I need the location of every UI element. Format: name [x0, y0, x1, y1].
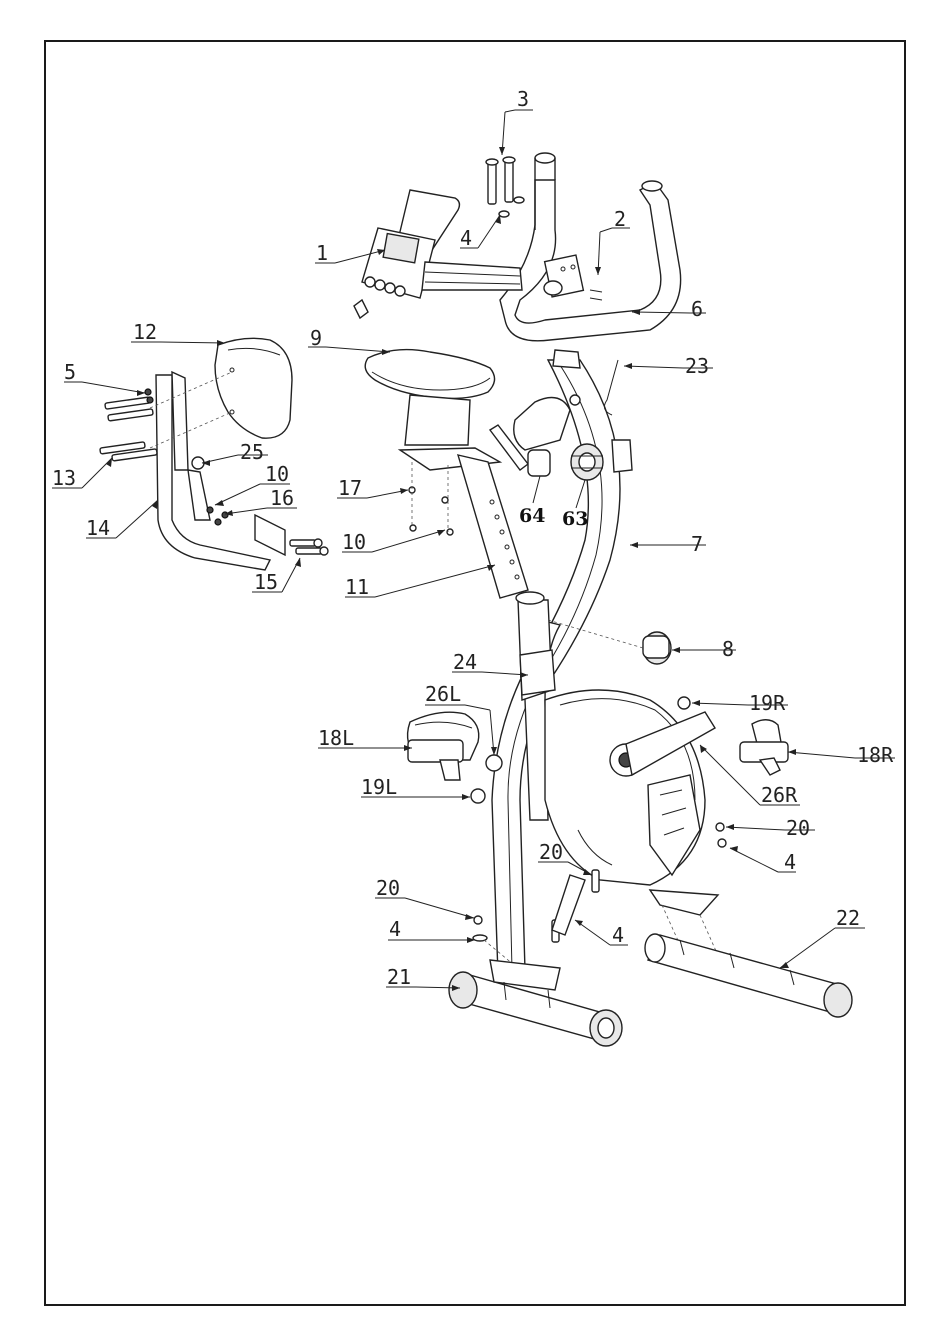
label-2: 2: [614, 207, 626, 231]
sleeve-24: [516, 592, 555, 700]
label-14: 14: [86, 516, 110, 540]
label-19r: 19R: [749, 691, 786, 715]
label-20-left: 20: [376, 876, 400, 900]
label-4-top: 4: [460, 226, 472, 250]
label-20-mid: 20: [539, 840, 563, 864]
nut-19r: [678, 697, 690, 709]
label-26r: 26R: [761, 783, 798, 807]
nut-19l: [471, 789, 485, 803]
bolts-15: [290, 539, 328, 555]
label-5: 5: [64, 360, 76, 384]
label-25: 25: [240, 440, 264, 464]
rear-stabilizer: [645, 934, 852, 1017]
label-63: 63: [562, 508, 588, 530]
label-9: 9: [310, 326, 322, 350]
label-11: 11: [345, 575, 369, 599]
label-12: 12: [133, 320, 157, 344]
label-18l: 18L: [318, 726, 354, 750]
label-16: 16: [270, 486, 294, 510]
seat-post: [458, 455, 528, 598]
label-26l: 26L: [425, 682, 461, 706]
label-19l: 19L: [361, 775, 397, 799]
label-1: 1: [316, 241, 328, 265]
label-10-seat: 10: [342, 530, 366, 554]
lower-bolts: [473, 870, 599, 970]
flywheel-housing: [545, 690, 715, 885]
label-21: 21: [387, 965, 411, 989]
label-17: 17: [338, 476, 362, 500]
label-6: 6: [691, 297, 703, 321]
label-22: 22: [836, 906, 860, 930]
label-3: 3: [517, 87, 529, 111]
nut-20: [716, 823, 724, 831]
label-20-right: 20: [786, 816, 810, 840]
label-64: 64: [519, 505, 545, 527]
label-4-lower-mid: 4: [612, 923, 624, 947]
washer-4: [718, 839, 726, 847]
backrest: [215, 338, 292, 438]
bike-drawing: [100, 153, 852, 1046]
label-15: 15: [254, 570, 278, 594]
label-10-back: 10: [265, 462, 289, 486]
label-13: 13: [52, 466, 76, 490]
label-23: 23: [685, 354, 709, 378]
label-7: 7: [691, 532, 703, 556]
bolts-3: [486, 157, 524, 217]
label-24: 24: [453, 650, 477, 674]
label-8: 8: [722, 637, 734, 661]
cable: [604, 360, 618, 415]
label-4-lower-left: 4: [389, 917, 401, 941]
label-4-right: 4: [784, 850, 796, 874]
pedal-right: [740, 720, 788, 775]
label-18r: 18R: [857, 743, 894, 767]
front-stabilizer: [449, 960, 622, 1046]
pedal-left: [408, 712, 502, 780]
